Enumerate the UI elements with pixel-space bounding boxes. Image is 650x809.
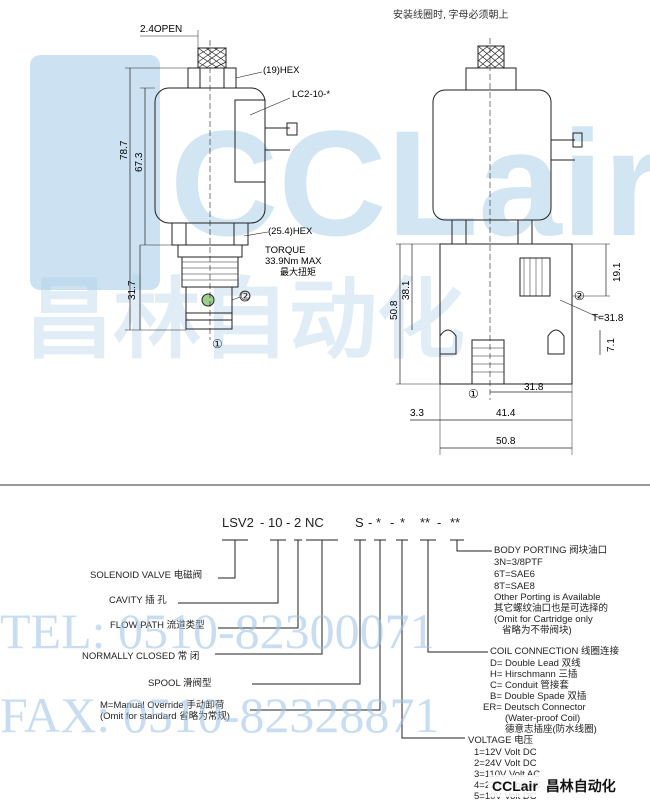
ordering-left-labels: SOLENOID VALVE 电磁阀 CAVITY 插 孔 FLOW PATH … bbox=[82, 569, 230, 722]
port-2-label-left: ② bbox=[240, 289, 251, 303]
open-label: 2.4OPEN bbox=[140, 24, 182, 35]
coil-line: D= Double Lead 双线 bbox=[490, 657, 581, 669]
voltage-line: 1=12V Volt DC bbox=[474, 747, 537, 758]
voltage-line: 3=110V Volt AC bbox=[474, 769, 540, 780]
ordering-code: LSV2 - 10 - 2 NC S - * - * ** - ** bbox=[222, 515, 460, 530]
contact-watermark: TEL: 0510-82300071 FAX: 0510-82328871 bbox=[0, 603, 439, 743]
label-flow: FLOW PATH 流道类型 bbox=[110, 619, 205, 631]
svg-text:-: - bbox=[260, 515, 264, 530]
lc2-label: LC2-10-* bbox=[292, 89, 330, 100]
port-2-marker-left bbox=[239, 290, 251, 302]
body-porting-line: Other Porting is Available bbox=[494, 592, 601, 603]
code-flow: 2 bbox=[294, 515, 301, 530]
watermark-cn: 昌林自动化 bbox=[25, 270, 465, 369]
dim-19-1: 19.1 bbox=[612, 262, 623, 282]
svg-text:-: - bbox=[390, 515, 394, 530]
dim-t-31-8: T=31.8 bbox=[592, 313, 624, 324]
coil-line: C= Conduit 管接套 bbox=[490, 679, 569, 691]
label-cavity: CAVITY 插 孔 bbox=[109, 594, 167, 606]
coil-line: 德意志插座(防水线圈) bbox=[505, 723, 597, 735]
body-porting-block: BODY PORTING 阀块油口 3N=3/8PTF 6T=SAE6 8T=S… bbox=[494, 544, 608, 636]
dim-41-4: 41.4 bbox=[496, 408, 516, 419]
code-voltage: * bbox=[400, 515, 405, 530]
code-base: LSV2 bbox=[222, 515, 254, 530]
label-manual-2: (Omit for standard 省略为常规) bbox=[100, 710, 230, 722]
code-porting: ** bbox=[450, 515, 460, 530]
watermark-brand: CCLair bbox=[170, 99, 650, 267]
coil-line: H= Hirschmann 三插 bbox=[490, 668, 578, 680]
body-porting-line: 3N=3/8PTF bbox=[494, 557, 543, 568]
right-view bbox=[396, 38, 610, 455]
coil-line: B= Double Spade 双插 bbox=[490, 690, 587, 702]
voltage-title: VOLTAGE 电压 bbox=[468, 734, 534, 746]
body-porting-line: 6T=SAE6 bbox=[494, 569, 535, 580]
dim-38-1: 38.1 bbox=[401, 280, 412, 300]
voltage-line: 2=24V Volt DC bbox=[474, 758, 537, 769]
install-note: 安装线圈时, 字母必须朝上 bbox=[393, 8, 509, 21]
code-override: * bbox=[376, 515, 381, 530]
watermark-fax: FAX: 0510-82328871 bbox=[0, 687, 439, 743]
dim-31-7: 31.7 bbox=[127, 280, 138, 300]
coil-line: (Water-proof Coil) bbox=[505, 713, 580, 724]
brand-stamp-bg bbox=[488, 775, 638, 797]
body-porting-title: BODY PORTING 阀块油口 bbox=[494, 544, 607, 556]
coil-title: COIL CONNECTION 线圈连接 bbox=[490, 645, 619, 657]
body-porting-line: 其它螺纹油口也是可选择的 bbox=[494, 602, 608, 614]
body-porting-line: 8T=SAE8 bbox=[494, 581, 535, 592]
watermark-logo-mark bbox=[30, 55, 160, 290]
watermark-tel: TEL: 0510-82300071 bbox=[0, 603, 435, 659]
port-1-label-left: ① bbox=[212, 337, 223, 351]
body-porting-line: 省略为不带阀块) bbox=[502, 624, 572, 636]
code-spool: S bbox=[355, 515, 364, 530]
port-1-label-right: ① bbox=[468, 387, 479, 401]
left-view bbox=[125, 30, 298, 340]
brand-stamp-cn: 昌林自动化 bbox=[546, 778, 616, 794]
code-cavity: 10 bbox=[268, 515, 282, 530]
torque-cn: 最大扭矩 bbox=[280, 266, 316, 277]
dim-67-3: 67.3 bbox=[134, 152, 145, 172]
dim-50-8-vertical: 50.8 bbox=[389, 300, 400, 320]
body-porting-line: (Omit for Cartridge only bbox=[494, 614, 593, 625]
dim-50-8-horizontal: 50.8 bbox=[496, 436, 516, 447]
svg-text:-: - bbox=[437, 515, 441, 530]
brand-stamp-en: CCLair bbox=[492, 778, 538, 794]
dim-78-7: 78.7 bbox=[119, 140, 130, 160]
port-2-label-right: ② bbox=[574, 289, 585, 303]
torque-label: TORQUE bbox=[265, 245, 305, 256]
svg-text:-: - bbox=[368, 515, 372, 530]
code-coil: ** bbox=[420, 515, 430, 530]
hex25-label: (25.4)HEX bbox=[268, 226, 313, 237]
code-nc: NC bbox=[305, 515, 324, 530]
coil-connection-block: COIL CONNECTION 线圈连接 D= Double Lead 双线 H… bbox=[483, 645, 619, 735]
dim-3-3: 3.3 bbox=[410, 408, 424, 419]
label-solenoid: SOLENOID VALVE 电磁阀 bbox=[90, 569, 202, 581]
watermark: CCLair 昌林自动化 bbox=[25, 55, 650, 369]
dim-7-1: 7.1 bbox=[606, 338, 617, 352]
svg-text:-: - bbox=[286, 515, 290, 530]
coil-line: ER= Deutsch Connector bbox=[483, 702, 586, 713]
dim-31-8: 31.8 bbox=[524, 382, 544, 393]
brand-stamp: CCLair 昌林自动化 bbox=[492, 778, 616, 794]
ordering-leaders bbox=[178, 539, 492, 739]
hex19-label: (19)HEX bbox=[263, 65, 300, 76]
torque-value: 33.9Nm MAX bbox=[265, 256, 322, 267]
label-spool: SPOOL 滑阀型 bbox=[148, 677, 212, 689]
label-nc: NORMALLY CLOSED 常 闭 bbox=[82, 650, 199, 662]
label-manual-1: M=Manual Override 手动卸荷 bbox=[100, 699, 225, 711]
